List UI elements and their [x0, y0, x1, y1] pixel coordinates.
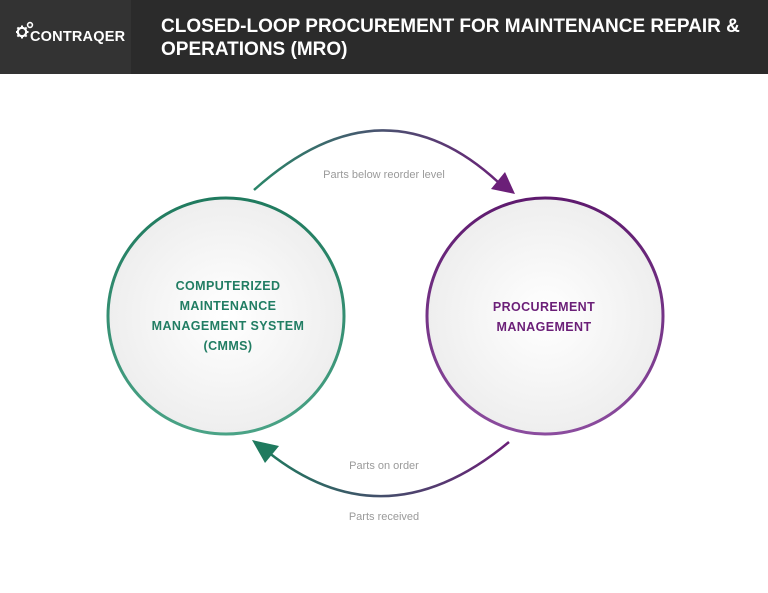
- received-arrow: [267, 441, 510, 498]
- header-bar: CONTRAQER CLOSED-LOOP PROCUREMENT FOR MA…: [0, 0, 768, 74]
- logo[interactable]: CONTRAQER: [0, 0, 131, 74]
- procurement-circle: [425, 196, 665, 436]
- flow-label-received: Parts received: [348, 511, 420, 523]
- procurement-loop-diagram: [106, 129, 665, 498]
- cmms-circle: [106, 196, 346, 436]
- flow-label-on-order: Parts on order: [349, 460, 419, 472]
- reorder-arrowhead: [491, 172, 515, 194]
- received-arrowhead: [252, 440, 279, 463]
- page-title: CLOSED-LOOP PROCUREMENT FOR MAINTENANCE …: [161, 16, 740, 60]
- flow-label-reorder: Parts below reorder level: [323, 169, 445, 181]
- reorder-arrow: [253, 129, 499, 191]
- brand-name: CONTRAQER: [30, 29, 126, 45]
- procurement-label: PROCUREMENT MANAGEMENT: [492, 300, 596, 334]
- cmms-label: COMPUTERIZED MAINTENANCE MANAGEMENT SYST…: [151, 279, 305, 353]
- gears-icon: [16, 21, 34, 39]
